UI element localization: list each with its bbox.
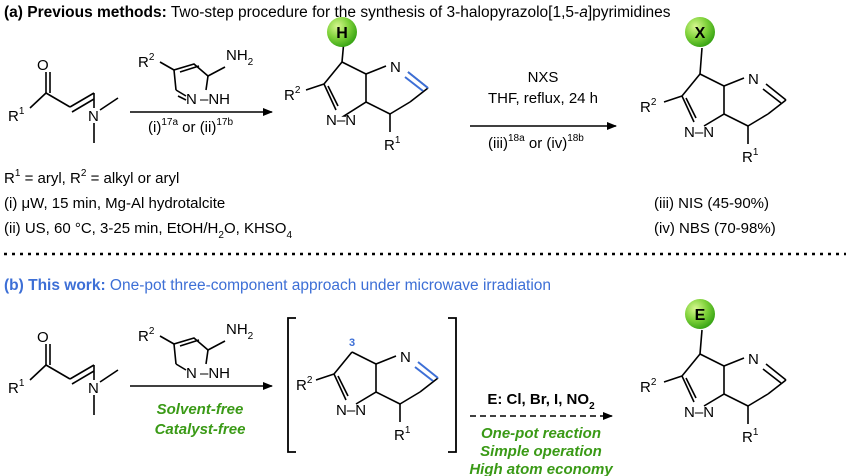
atom-economy-label: High atom economy <box>469 461 613 476</box>
pyrazole-n-a-product: N–N <box>326 112 356 129</box>
result-iv: (iv) NBS (70-98%) <box>654 220 776 237</box>
carbonyl-o-b: O <box>37 329 49 346</box>
r-definition: R1 = aryl, R2 = alkyl or aryl <box>4 168 179 187</box>
result-iii: (iii) NIS (45-90%) <box>654 195 769 212</box>
x-ball-label: X <box>695 25 706 42</box>
pyrazole-nn-product-a: N–N <box>684 124 714 141</box>
pyrazole-n-b: N <box>186 365 197 382</box>
blue-bond-a <box>407 71 429 89</box>
amine-n-a: N <box>88 108 99 125</box>
final-product-b <box>663 329 787 424</box>
aminopyrazole-b <box>159 335 226 371</box>
pyrimidine-n-a: N <box>390 59 401 76</box>
enaminone-a <box>29 72 95 113</box>
carbonyl-o-a: O <box>37 57 49 74</box>
pyrimidine-n-final: N <box>748 351 759 368</box>
arrow-a1-conditions: (i)17a or (ii)17b <box>148 117 233 136</box>
pyrimidine-n-product-a: N <box>748 71 759 88</box>
blue-bond-b <box>417 361 439 379</box>
blue-bond-b2 <box>414 366 434 382</box>
pyrimidine-n-b: N <box>400 349 411 366</box>
simple-operation-label: Simple operation <box>480 443 602 460</box>
e-ball-label: E <box>695 307 706 324</box>
nxs-reagent: NXS <box>528 69 559 86</box>
r2-product-a: R2 <box>284 85 301 104</box>
nh2-a: NH2 <box>226 47 254 68</box>
nxs-conditions: THF, reflux, 24 h <box>488 90 598 107</box>
r2-intermediate-b: R2 <box>296 375 313 394</box>
solvent-free-label: Solvent-free <box>157 401 244 418</box>
r1-product-a: R1 <box>384 135 401 154</box>
r1-a: R1 <box>8 106 25 125</box>
pyrazole-nh-b: –NH <box>200 365 230 382</box>
section-b-heading: (b) This work: One-pot three-component a… <box>4 277 551 294</box>
r2-final: R2 <box>640 377 657 396</box>
condition-ii: (ii) US, 60 °C, 3-25 min, EtOH/H2O, KHSO… <box>4 220 292 241</box>
pyrazole-nn-final: N–N <box>684 404 714 421</box>
pyrazole-nn-b: N–N <box>336 402 366 419</box>
r2-pyrazole-a: R2 <box>138 52 155 71</box>
enaminone-b <box>29 344 119 415</box>
position-3-label: 3 <box>349 337 355 349</box>
halo-product-a <box>663 47 787 144</box>
amine-n-b: N <box>88 380 99 397</box>
one-pot-label: One-pot reaction <box>481 425 601 442</box>
pyrazole-n-a: N <box>186 91 197 108</box>
h-ball <box>327 17 357 47</box>
r1-intermediate-b: R1 <box>394 425 411 444</box>
right-bracket <box>448 317 457 453</box>
r1-final: R1 <box>742 427 759 446</box>
h-ball-label: H <box>336 25 348 42</box>
r2-pyrazole-b: R2 <box>138 326 155 345</box>
nh2-b: NH2 <box>226 321 254 342</box>
r2-halo-a: R2 <box>640 97 657 116</box>
catalyst-free-label: Catalyst-free <box>155 421 246 438</box>
section-a-heading: (a) Previous methods: Two-step procedure… <box>4 4 671 21</box>
x-ball <box>685 17 715 47</box>
nme2-bonds-a <box>93 97 119 143</box>
e-ball <box>685 299 715 329</box>
r1-halo-a: R1 <box>742 147 759 166</box>
pyrazole-nh-a: –NH <box>200 91 230 108</box>
aminopyrazole-a <box>159 61 226 101</box>
electrophile-label: E: Cl, Br, I, NO2 <box>487 391 595 412</box>
arrow-a2-below: (iii)18a or (iv)18b <box>488 133 584 152</box>
left-bracket <box>287 317 296 453</box>
blue-bond-a2 <box>404 76 424 92</box>
pyrazolopyrimidine-a <box>305 39 429 132</box>
intermediate-b <box>315 351 439 422</box>
condition-i: (i) μW, 15 min, Mg-Al hydrotalcite <box>4 195 225 212</box>
r1-b: R1 <box>8 378 25 397</box>
